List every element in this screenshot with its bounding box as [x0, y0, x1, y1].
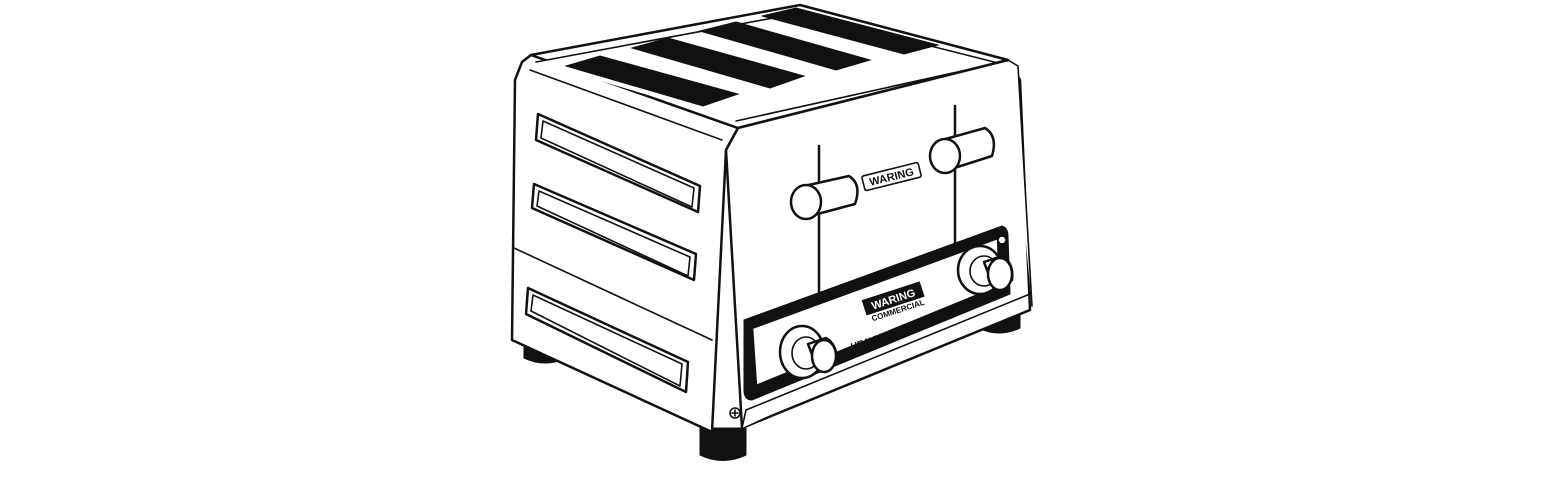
right-lever-handle[interactable] — [928, 126, 996, 175]
left-lever-handle[interactable] — [789, 174, 859, 221]
right-control-knob[interactable] — [956, 244, 1014, 296]
lever-tracks — [817, 104, 957, 302]
toaster-left-side — [510, 53, 740, 434]
left-control-knob[interactable] — [778, 324, 838, 380]
bread-slots — [564, 7, 940, 107]
screw-icon — [729, 407, 741, 419]
